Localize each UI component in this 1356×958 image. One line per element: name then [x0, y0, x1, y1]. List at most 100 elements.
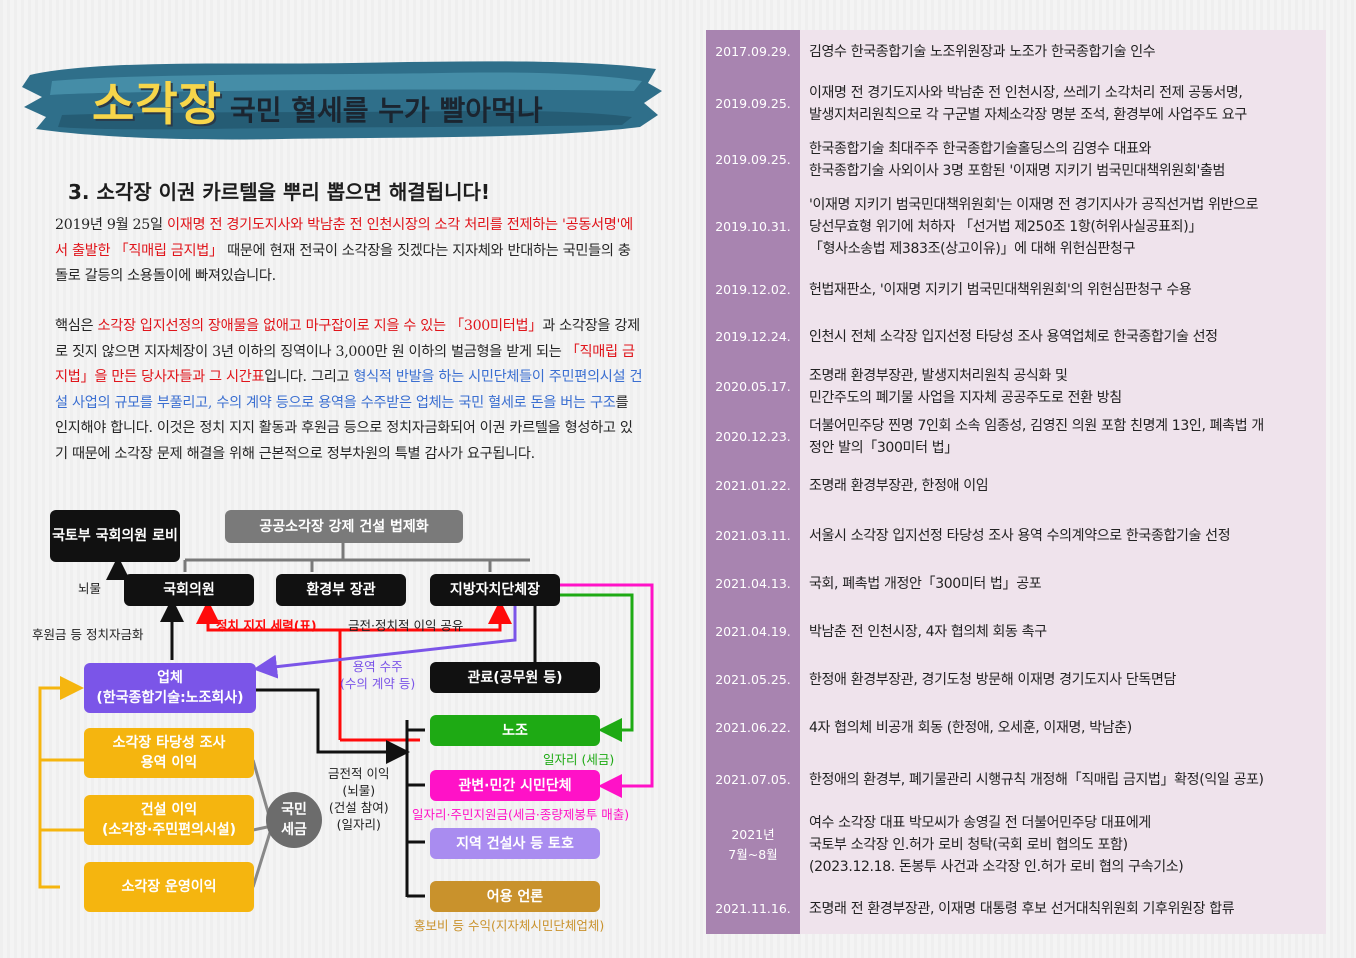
date-column [706, 30, 800, 934]
cartel-diagram: 국토부 국회의원 로비 공공소각장 강제 건설 법제화 국회의원 환경부 장관 … [0, 500, 700, 958]
timeline-text-line: 민간주도의 폐기물 사업을 지자체 공공주도로 전환 방침 [809, 390, 1122, 406]
timeline-row: 2021.04.19. 박남춘 전 인천시장, 4자 협의체 회동 촉구 [706, 610, 1326, 654]
timeline-row: 2017.09.29. 김영수 한국종합기술 노조위원장과 노조가 한국종합기술 … [706, 30, 1326, 74]
timeline-date: 2021.11.16. [715, 901, 791, 916]
timeline-text: 조명래 환경부장관, 한정애 이임 [809, 464, 1320, 508]
timeline-text-line: 조명래 전 환경부장관, 이재명 대통령 후보 선거대칙위원회 기후위원장 합류 [809, 901, 1235, 917]
local-head-box: 지방자치단체장 [430, 574, 560, 606]
label-donation: 후원금 등 정치자금화 [32, 627, 144, 642]
timeline-date: 2021.06.22. [715, 720, 791, 735]
timeline-text-line: 「형사소송법 제383조(상고이유)」에 대해 위헌심판청구 [809, 241, 1136, 257]
timeline-date: 2021.04.13. [715, 576, 791, 591]
label-union: 일자리 (세금) [543, 752, 615, 767]
timeline-row: 2021년 7월~8월 여수 소각장 대표 박모씨가 송영길 전 더불어민주당 대… [706, 808, 1326, 882]
label-share: 금전·정치적 이익 공유 [348, 618, 464, 633]
timeline-text: 인천시 전체 소각장 입지선정 타당성 조사 용역업체로 한국종합기술 선정 [809, 315, 1320, 359]
timeline-text-line: 조명래 환경부장관, 발생지처리원칙 공식화 및 [809, 368, 1068, 384]
timeline-text-line: 여수 소각장 대표 박모씨가 송영길 전 더불어민주당 대표에게 [809, 815, 1151, 831]
title-sub: 국민 혈세를 누가 빨아먹나 [229, 94, 543, 127]
union-box: 노조 [430, 715, 600, 746]
timeline-date: 2019.12.24. [715, 329, 791, 344]
timeline-text-line: 조명래 환경부장관, 한정애 이임 [809, 478, 989, 494]
timeline-row: 2019.09.25. 이재명 전 경기도지사와 박남춘 전 인천시장, 쓰레기 … [706, 78, 1326, 130]
media-box: 어용 언론 [430, 881, 600, 912]
company-box: 업체 (한국종합기술:노조회사) [84, 663, 256, 713]
timeline-text-line: 한국종합기술 최대주주 한국종합기술홀딩스의 김영수 대표와 [809, 141, 1152, 157]
timeline-date: 2020.05.17. [715, 379, 791, 394]
timeline-text-line: 한정애 환경부장관, 경기도청 방문해 이재명 경기도지사 단독면담 [809, 672, 1177, 688]
timeline-text-line: 4자 협의체 비공개 회동 (한정애, 오세훈, 이재명, 박남춘) [809, 720, 1132, 736]
timeline-row: 2021.01.22. 조명래 환경부장관, 한정애 이임 [706, 464, 1326, 508]
label-money: 금전적 이익 (뇌물) (건설 참여) (일자리) [328, 766, 390, 832]
para2-highlight-f: 형식적 반발을 하는 시민단체들이 주민편의시설 건설 사업의 규모를 부풀리고… [55, 369, 643, 411]
timeline-text: 4자 협의체 비공개 회동 (한정애, 오세훈, 이재명, 박남춘) [809, 706, 1320, 750]
timeline-row: 2021.11.16. 조명래 전 환경부장관, 이재명 대통령 후보 선거대칙위… [706, 886, 1326, 932]
benefit-construction-box: 건설 이익 (소각장·주민편의시설) [84, 795, 254, 845]
timeline-row: 2021.06.22. 4자 협의체 비공개 회동 (한정애, 오세훈, 이재명,… [706, 706, 1326, 750]
timeline-text-line: 서울시 소각장 입지선정 타당성 조사 용역 수의계약으로 한국종합기술 선정 [809, 528, 1231, 544]
section-heading: 3. 소각장 이권 카르텔을 뿌리 뽑으면 해결됩니다! [68, 180, 491, 204]
timeline-text: 박남춘 전 인천시장, 4자 협의체 회동 촉구 [809, 610, 1320, 654]
title-banner [22, 55, 662, 143]
timeline-text-line: 김영수 한국종합기술 노조위원장과 노조가 한국종합기술 인수 [809, 44, 1156, 60]
timeline-text-line: 인천시 전체 소각장 입지선정 타당성 조사 용역업체로 한국종합기술 선정 [809, 329, 1218, 345]
timeline-date: 2021.03.11. [715, 528, 791, 543]
timeline-row: 2019.12.02. 헌법재판소, '이재명 지키기 범국민대책위원회'의 위헌… [706, 270, 1326, 310]
timeline-text: 서울시 소각장 입지선정 타당성 조사 용역 수의계약으로 한국종합기술 선정 [809, 514, 1320, 558]
para2-highlight-b: 소각장 입지선정의 장애물을 없애고 마구잡이로 지을 수 있는 「300미터법… [97, 318, 543, 334]
timeline-row: 2020.12.23. 더불어민주당 찐명 7인회 소속 임종성, 김영진 의원 … [706, 414, 1326, 460]
timeline-date: 2020.12.23. [715, 429, 791, 444]
para2-text-e: 입니다. 그리고 [264, 369, 354, 385]
tax-circle: 국민 세금 [266, 792, 322, 848]
timeline-date: 2019.09.25. [715, 152, 791, 167]
benefit-operation-box: 소각장 운영이익 [84, 862, 254, 912]
timeline-row: 2021.05.25. 한정애 환경부장관, 경기도청 방문해 이재명 경기도지사… [706, 658, 1326, 702]
timeline-date: 2021.01.22. [715, 478, 791, 493]
civic-box: 관변·민간 시민단체 [430, 770, 600, 801]
lobby-box: 국토부 국회의원 로비 [50, 510, 180, 562]
law-box: 공공소각장 강제 건설 법제화 [225, 510, 463, 543]
officials-box: 관료(공무원 등) [430, 662, 600, 693]
timeline-text: 이재명 전 경기도지사와 박남춘 전 인천시장, 쓰레기 소각처리 전제 공동서… [809, 78, 1320, 130]
timeline-row: 2019.10.31. '이재명 지키기 범국민대책위원회'는 이재명 전 경기지… [706, 190, 1326, 264]
timeline-text-line: 박남춘 전 인천시장, 4자 협의체 회동 촉구 [809, 624, 1047, 640]
minister-box: 환경부 장관 [276, 574, 406, 606]
timeline-row: 2019.09.25. 한국종합기술 최대주주 한국종합기술홀딩스의 김영수 대표… [706, 134, 1326, 186]
timeline-text-line: 헌법재판소, '이재명 지키기 범국민대책위원회'의 위헌심판청구 수용 [809, 282, 1192, 298]
para2-text-c: 과 소각장을 강제로 짓지 않으면 지자체장이 3년 이하의 징역이나 3,00… [55, 318, 640, 360]
timeline-date: 2021년 7월~8월 [728, 827, 778, 862]
timeline-text-line: (2023.12.18. 돈봉투 사건과 소각장 인.허가 로비 협의 구속기소… [809, 859, 1184, 875]
diagram-connectors [38, 543, 654, 898]
timeline-date: 2021.05.25. [715, 672, 791, 687]
timeline-text-line: 이재명 전 경기도지사와 박남춘 전 인천시장, 쓰레기 소각처리 전제 공동서… [809, 85, 1243, 101]
timeline-date: 2017.09.29. [715, 44, 791, 59]
timeline-row: 2021.07.05.한정애의 환경부, 폐기물관리 시행규칙 개정해「직매립 … [706, 756, 1326, 804]
timeline-text-line: 정안 발의「300미터 법」 [809, 440, 958, 456]
paragraph-2: 핵심은 소각장 입지선정의 장애물을 없애고 마구잡이로 지을 수 있는 「30… [55, 314, 643, 467]
label-contract: 용역 수주 (수의 계약 등) [340, 659, 416, 691]
timeline-text-line: 한정애의 환경부, 폐기물관리 시행규칙 개정해「직매립 금지법」확정(익일 공… [809, 772, 1264, 788]
timeline-text-line: 한국종합기술 사외이사 3명 포함된 '이재명 지키기 범국민대책위원회'출범 [809, 163, 1226, 179]
timeline-text: 한정애의 환경부, 폐기물관리 시행규칙 개정해「직매립 금지법」확정(익일 공… [809, 756, 1320, 804]
label-media: 홍보비 등 수익(지자체시민단체업체) [414, 918, 605, 933]
timeline-date: 2021.04.19. [715, 624, 791, 639]
assembly-box: 국회의원 [124, 574, 254, 606]
para2-highlight-d: 「직매립 금지법」을 만든 당사자들과 그 시간표 [55, 343, 635, 386]
timeline-date: 2019.10.31. [715, 219, 791, 234]
timeline-text-line: 발생지처리원칙으로 각 구군별 자체소각장 명분 조석, 환경부에 사업주도 요… [809, 107, 1247, 123]
timeline-text: 국회, 폐촉법 개정안「300미터 법」공포 [809, 562, 1320, 606]
para2-text-a: 핵심은 [55, 318, 98, 334]
para2-text-g: 를 인지해야 합니다. 이것은 정치 지지 활동과 후원금 등으로 정치자금화되… [55, 394, 633, 462]
label-support: 정치 지지 세력(표) [216, 618, 317, 633]
timeline-text: 더불어민주당 찐명 7인회 소속 임종성, 김영진 의원 포함 친명계 13인,… [809, 414, 1320, 460]
timeline-row: 2021.04.13. 국회, 폐촉법 개정안「300미터 법」공포 [706, 562, 1326, 606]
timeline-date: 2019.09.25. [715, 96, 791, 111]
timeline-text: 김영수 한국종합기술 노조위원장과 노조가 한국종합기술 인수 [809, 30, 1320, 74]
timeline-text-line: 당선무효형 위기에 처하자 「선거법 제250조 1항(허위사실공표죄)」 [809, 219, 1202, 235]
builders-box: 지역 건설사 등 토호 [430, 828, 600, 859]
timeline-text: '이재명 지키기 범국민대책위원회'는 이재명 전 경기지사가 공직선거법 위반… [809, 190, 1320, 264]
timeline-date: 2019.12.02. [715, 282, 791, 297]
label-bribe: 뇌물 [78, 581, 102, 596]
